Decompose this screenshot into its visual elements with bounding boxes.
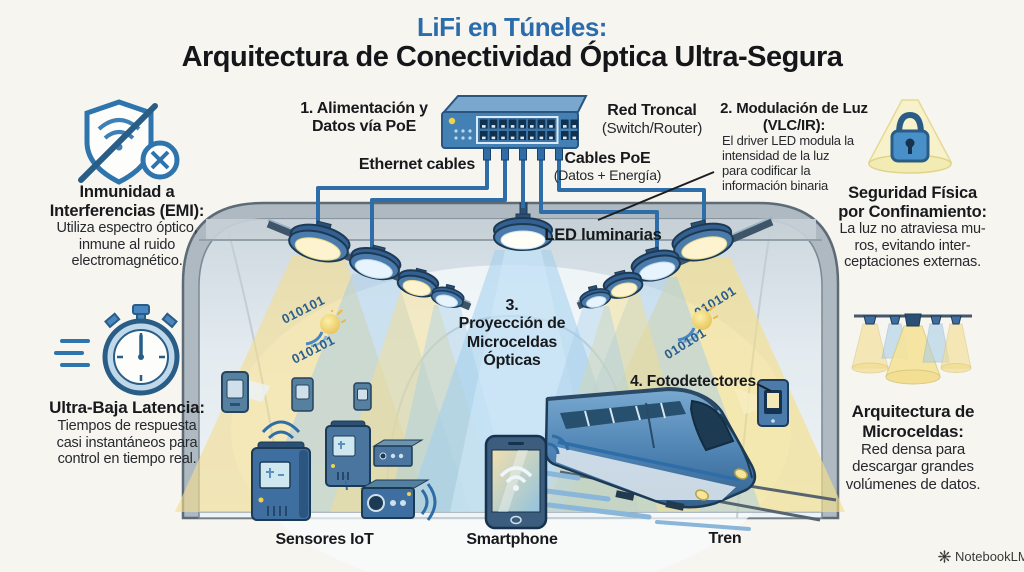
poe-cable xyxy=(557,158,706,227)
signal-arcs-icon xyxy=(547,434,570,455)
photodetector-train xyxy=(734,379,789,427)
led-luminaire xyxy=(288,220,351,263)
step4-label: 4. Fotodetectores xyxy=(630,373,756,390)
iot-sensor-cabinet xyxy=(325,420,371,487)
network-switch xyxy=(441,95,588,149)
smartphone-label: Smartphone xyxy=(466,531,558,548)
microcells-icon xyxy=(851,313,972,385)
binary-light-signal: 010101 010101 xyxy=(262,288,382,383)
photodetector xyxy=(291,377,314,412)
latency-heading: Ultra-Baja Latencia: xyxy=(49,398,205,417)
latency-stopwatch-icon xyxy=(54,304,180,396)
microcells-body: Red densa para descargar grandes volúmen… xyxy=(845,441,981,493)
step2-heading: 2. Modulación de Luz (VLC/IR): xyxy=(720,100,868,135)
iot-sensor-box xyxy=(372,439,424,467)
led-luminaire xyxy=(602,269,644,299)
smartphone-illustration xyxy=(484,434,570,530)
iot-sensor-cabinet xyxy=(251,420,311,521)
train-windows xyxy=(560,401,686,429)
backbone-title: Red Troncal xyxy=(607,102,697,119)
binary-light-signal: 010101 010101 xyxy=(650,283,770,379)
security-heading: Seguridad Física por Confinamiento: xyxy=(838,184,987,221)
security-padlock-icon xyxy=(867,99,953,174)
poe-cable xyxy=(370,158,507,252)
photodetector xyxy=(353,382,372,411)
iot-sensors-label: Sensores IoT xyxy=(275,531,374,548)
wall-photodetectors-left xyxy=(221,371,372,413)
led-luminaire xyxy=(579,284,612,309)
photodetector xyxy=(221,371,270,413)
train-label: Tren xyxy=(708,530,742,547)
microcells-heading: Arquitectura de Microceldas: xyxy=(851,402,975,441)
latency-body: Tiempos de respuesta casi instantáneos p… xyxy=(56,418,198,468)
backbone-subtitle: (Switch/Router) xyxy=(601,120,703,137)
signal-arcs-icon xyxy=(261,420,301,440)
ethernet-cables-label: Ethernet cables xyxy=(358,156,476,173)
microcell-cone xyxy=(940,315,972,373)
led-luminaire xyxy=(349,244,402,281)
emi-body: Utiliza espectro óptico, inmune al ruido… xyxy=(56,220,198,270)
train-headlight xyxy=(695,489,709,501)
page-title-line1: LiFi en Túneles: xyxy=(417,12,607,42)
watermark: NotebookLM xyxy=(938,549,1024,564)
poe-cables-title: Cables PoE xyxy=(564,150,651,167)
notebooklm-icon xyxy=(938,550,951,563)
poe-cable xyxy=(316,158,489,234)
light-pulse-icon xyxy=(677,306,718,344)
light-pulse-icon xyxy=(305,310,346,348)
microcell-cone xyxy=(885,313,941,385)
security-body: La luz no atraviesa mu- ros, evitando in… xyxy=(839,221,986,271)
step3-label: 3. Proyección de Microceldas Ópticas xyxy=(458,297,566,370)
led-luminaire xyxy=(630,246,681,282)
page-title-line2: Arquitectura de Conectividad Óptica Ultr… xyxy=(181,41,843,73)
poe-cable xyxy=(539,158,659,250)
switch-indicator-dots xyxy=(454,129,472,140)
led-luminaire xyxy=(396,267,440,298)
led-luminaires xyxy=(288,213,734,309)
iot-sensors xyxy=(251,420,437,521)
step1-label: 1. Alimentación y Datos vía PoE xyxy=(300,100,428,136)
train-illustration xyxy=(497,386,757,531)
signal-arcs-icon xyxy=(420,483,437,521)
led-luminaires-label: LED luminarias xyxy=(544,226,662,244)
train-headlight xyxy=(734,468,748,480)
iot-sensor-box xyxy=(360,479,437,521)
annotation-line-modulation xyxy=(597,171,715,221)
train-windshield xyxy=(689,399,735,452)
microcell-cone xyxy=(851,315,889,374)
led-luminaire xyxy=(430,283,465,309)
poe-cables-subtitle: (Datos + Energía) xyxy=(553,167,662,183)
watermark-text: NotebookLM xyxy=(955,549,1024,564)
switch-led xyxy=(448,117,456,125)
led-luminaire-center xyxy=(493,213,553,251)
step2-body: El driver LED modula la intensidad de la… xyxy=(722,133,854,193)
emi-shield-icon xyxy=(78,99,180,185)
annotation-line-photodetector xyxy=(756,383,772,392)
emi-heading: Inmunidad a Interferencias (EMI): xyxy=(49,183,205,220)
wifi-icon xyxy=(499,466,533,484)
poe-cables xyxy=(316,158,706,252)
